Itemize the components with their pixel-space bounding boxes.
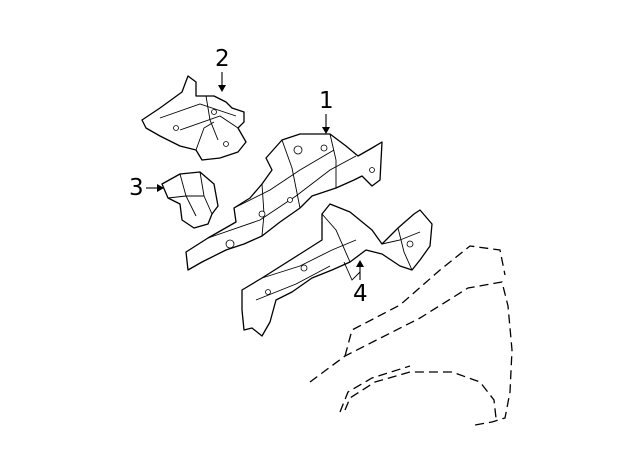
callout-1: 1	[319, 88, 334, 114]
callout-2: 2	[215, 46, 230, 72]
leader-3	[146, 184, 164, 192]
part-1-upper-rail	[185, 133, 383, 271]
part-3-bracket	[161, 171, 219, 229]
callout-3: 3	[129, 175, 144, 201]
leader-4	[356, 260, 364, 280]
leader-2	[218, 72, 226, 92]
part-2-bracket	[141, 75, 247, 161]
fender-outline	[309, 245, 513, 426]
callout-4: 4	[353, 281, 368, 307]
part-4-lower-rail	[241, 203, 433, 337]
leader-1	[322, 114, 330, 134]
